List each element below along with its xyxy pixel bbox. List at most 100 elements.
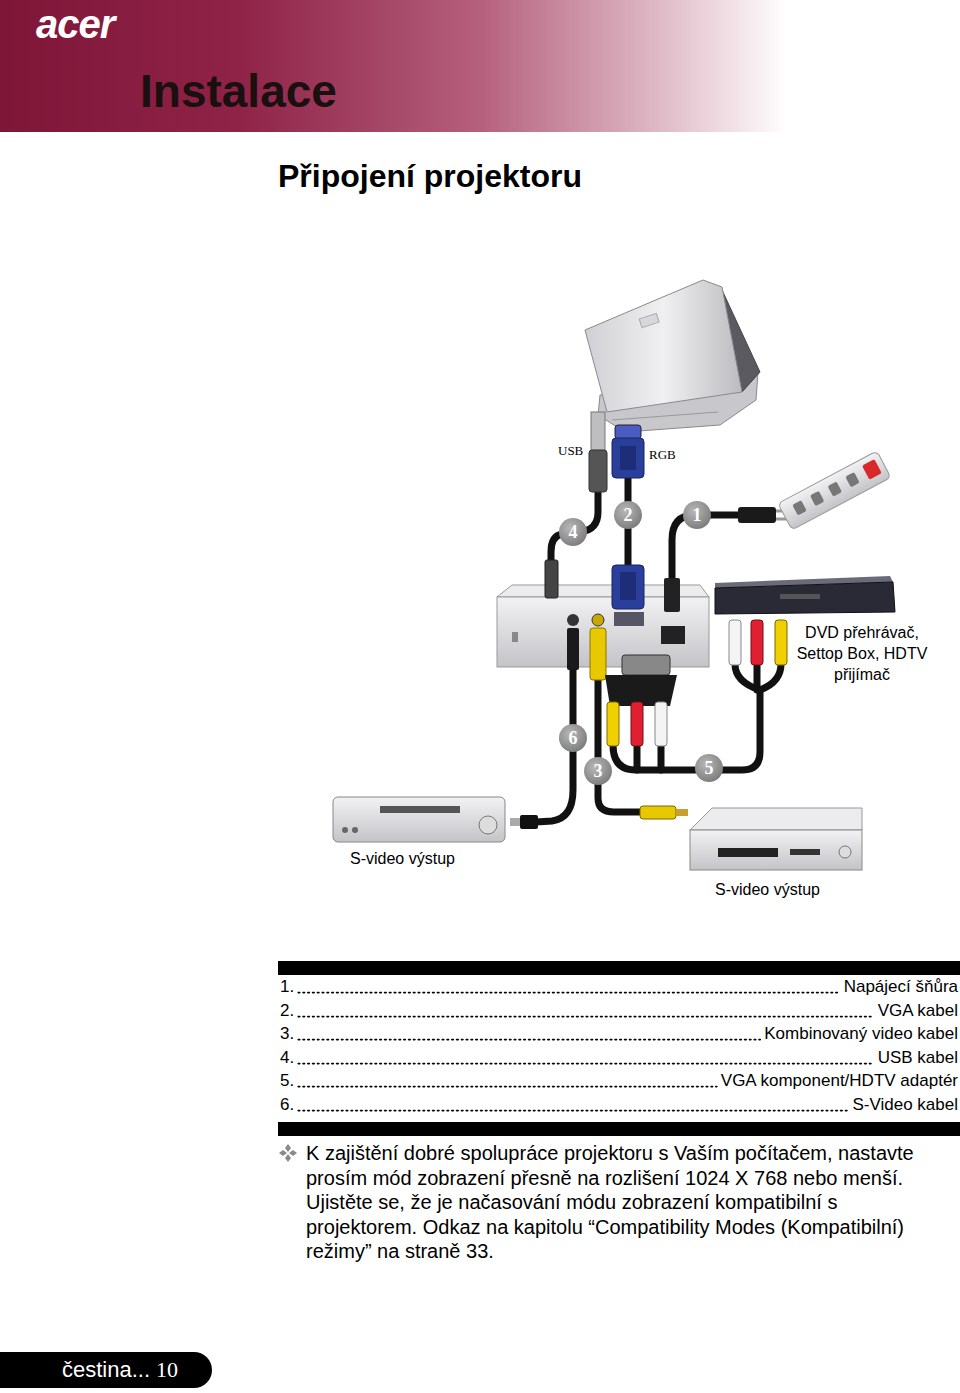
cables [634, 745, 641, 770]
rca-plug [640, 806, 688, 819]
cables [754, 664, 761, 690]
leader-dots [298, 993, 873, 1111]
list-number: 5. [280, 1071, 294, 1091]
component-adapter [607, 702, 619, 746]
settop-box [715, 582, 895, 614]
rca-plug [676, 809, 688, 816]
cables [760, 664, 781, 690]
projector [512, 632, 518, 642]
cables [658, 745, 665, 770]
leader-dots [298, 1039, 760, 1041]
callout-text: 5 [705, 759, 714, 777]
device-label: DVD přehrávač, Settop Box, HDTV přijímač [786, 622, 938, 685]
component-adapter [655, 702, 667, 746]
list-number: 2. [280, 1001, 294, 1021]
dvd-right [839, 846, 851, 858]
callout-text: 3 [594, 762, 603, 780]
callout-number: 1 [683, 501, 711, 529]
usb-plug [591, 412, 605, 452]
vcr-left [333, 797, 505, 842]
vcr-left [380, 806, 460, 813]
vga-plug [620, 446, 636, 470]
list-number: 1. [280, 977, 294, 997]
leader-dots [298, 992, 839, 994]
laptop [585, 280, 742, 412]
dvd-right [690, 830, 862, 870]
page-title: Připojení projektoru [278, 158, 582, 195]
component-adapter [622, 655, 670, 675]
rule-bar [278, 961, 960, 975]
part-name: S-Video kabel [852, 1095, 958, 1115]
leader-dots [298, 1086, 717, 1088]
projector [612, 565, 644, 609]
vcr-left [342, 827, 348, 833]
bullet-symbol [289, 1150, 297, 1156]
cables [625, 475, 632, 570]
projector [590, 628, 606, 680]
power-strip [862, 459, 882, 480]
header-band: acerInstalace [0, 0, 960, 132]
laptop [639, 313, 659, 327]
chapter-heading: Instalace [140, 64, 337, 118]
bullet-symbol [285, 1144, 291, 1152]
part-name: USB kabel [878, 1048, 958, 1068]
laptop [612, 412, 718, 420]
projector [592, 614, 604, 626]
bullet-symbol [285, 1154, 291, 1162]
port-label: USB [558, 443, 583, 459]
power-strip [845, 472, 859, 487]
rca-plug [640, 806, 676, 819]
power-strip [810, 491, 824, 506]
part-name: Kombinovaný video kabel [764, 1024, 958, 1044]
cables [613, 690, 760, 770]
bullet-symbol [279, 1144, 297, 1162]
page-footer: čestina...10 [0, 1352, 212, 1388]
projector [661, 626, 685, 644]
bullet-symbol [279, 1150, 287, 1156]
cables [551, 490, 598, 565]
usb-plug [589, 450, 607, 492]
vga-plug [612, 425, 644, 478]
component-adapter [605, 655, 677, 746]
callout-text: 1 [693, 506, 702, 524]
page-number: čestina... [62, 1357, 150, 1383]
callout-number: 6 [559, 724, 587, 752]
callout-number: 3 [584, 757, 612, 785]
settop-box [729, 620, 741, 665]
settop-box [780, 594, 820, 599]
page-number: 10 [156, 1357, 178, 1383]
power-plug [738, 507, 776, 523]
settop-box [775, 620, 787, 665]
s-video-plug [520, 815, 538, 829]
projector [614, 612, 644, 626]
laptop [585, 280, 760, 432]
callout-text: 4 [569, 523, 578, 541]
cables [672, 515, 742, 590]
part-name: VGA komponent/HDTV adaptér [721, 1071, 958, 1091]
dvd-right [690, 808, 862, 870]
dvd-right [690, 808, 862, 830]
dvd-right [718, 848, 778, 857]
power-strip [792, 500, 806, 515]
part-name: Napájecí šňůra [844, 977, 958, 997]
device-label: S-video výstup [715, 881, 820, 899]
projector [620, 572, 636, 600]
power-strip [828, 481, 842, 496]
list-number: 6. [280, 1095, 294, 1115]
callout-number: 2 [614, 501, 642, 529]
vcr-left [333, 797, 505, 842]
callout-number: 4 [559, 518, 587, 546]
projector [497, 560, 709, 680]
leader-dots [298, 1063, 873, 1065]
usb-plug [589, 412, 607, 492]
s-video-plug [510, 818, 520, 826]
port-label: RGB [649, 447, 676, 463]
rule-bar [278, 1122, 960, 1136]
projector [567, 628, 579, 670]
settop-box [751, 620, 763, 665]
callout-number: 5 [695, 754, 723, 782]
s-video-plug [510, 815, 538, 829]
device-label: S-video výstup [350, 850, 455, 868]
list-number: 3. [280, 1024, 294, 1044]
